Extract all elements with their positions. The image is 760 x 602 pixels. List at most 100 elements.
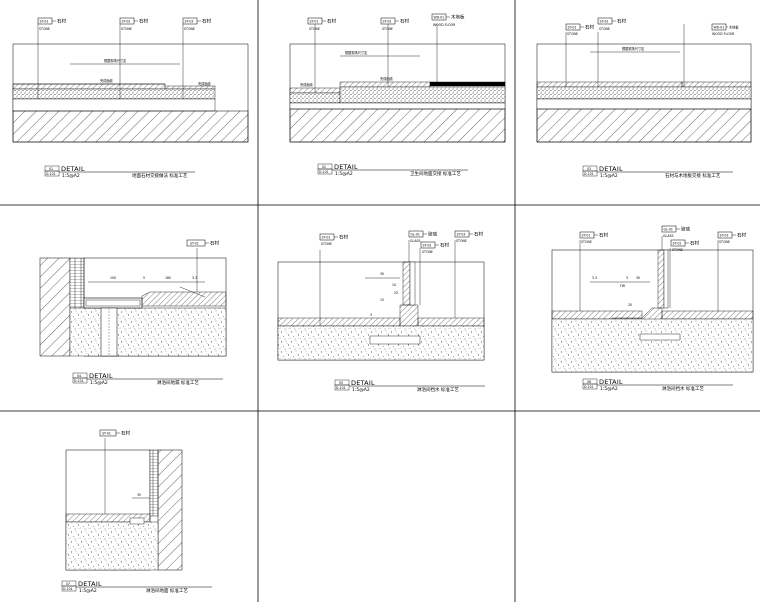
detail-scale: 1:5@A2 (600, 386, 618, 392)
tag-code: ST-02 (122, 20, 131, 24)
section-drawing: 100 5 180 3.3 (39, 248, 227, 357)
tag-text: 木地板 (729, 25, 739, 30)
tag-sub: WOOD FLOOR (433, 23, 456, 27)
detail-scale: 1:5@A2 (600, 173, 618, 179)
detail-ref: D-101 (584, 385, 594, 389)
tag-sub: STONE (121, 27, 132, 31)
detail-ref: D-101 (336, 386, 346, 390)
detail-panel-7: 30 ST-01 石材 07 D-101 DETAIL 1:5@A2 淋浴间地面… (61, 430, 212, 594)
dim-4: FW (620, 284, 626, 288)
dim-3: 30 (636, 276, 640, 280)
detail-number: 05 (339, 381, 343, 385)
material-tag: GL-01 玻璃 GLASS (408, 231, 437, 243)
dim-2: 5 (143, 276, 145, 280)
detail-caption: 淋浴间地面 标准工艺 (146, 587, 188, 594)
material-tag: ST-02 石材 STONE (670, 240, 699, 252)
note-3: 完成面线 (198, 81, 212, 86)
detail-ref: D-101 (319, 170, 329, 174)
detail-panel-4: 100 5 180 3.3 ST-01 石材 04 D-101 DETAIL 1… (39, 240, 227, 386)
detail-caption: 卫生间地面交接 标准工艺 (410, 170, 461, 177)
detail-scale: 1:5@A2 (62, 173, 80, 179)
note-2: 完成面线 (100, 78, 114, 83)
note-3: 完成面线 (380, 76, 394, 81)
dim-5: 20 (628, 303, 632, 307)
tag-sub: WOOD FLOOR (712, 32, 735, 36)
detail-label: 06 D-101 DETAIL 1:5@A2 淋浴间挡水 标准工艺 (582, 378, 733, 392)
detail-label: 04 D-101 DETAIL 1:5@A2 淋浴间地漏 标准工艺 (72, 372, 223, 386)
detail-word: DETAIL (599, 165, 623, 173)
detail-scale: 1:5@A2 (79, 588, 97, 594)
tag-text: 石材 (202, 18, 211, 25)
material-tag: ST-03 石材 STONE (717, 232, 746, 244)
material-tag: GL-01 玻璃 GLASS (661, 226, 690, 238)
tag-code: ST-01 (322, 236, 331, 240)
tag-code: GL-01 (664, 228, 673, 232)
detail-scale: 1:5@A2 (335, 171, 353, 177)
detail-panel-6: 3.3 3 30 FW 20 ST-01 石材 STONE GL-01 玻璃 G… (551, 226, 754, 392)
tag-code: ST-01 (310, 20, 319, 24)
tag-code: ST-01 (190, 242, 199, 246)
tag-sub: STONE (599, 27, 610, 31)
tag-text: 石材 (400, 18, 409, 25)
detail-word: DETAIL (334, 163, 358, 171)
tag-sub: STONE (422, 250, 433, 254)
tag-text: 石材 (210, 240, 219, 247)
tag-text: 玻璃 (428, 231, 437, 238)
material-tag: WD-01 木地板 WOOD FLOOR (431, 14, 465, 27)
detail-label: 05 D-101 DETAIL 1:5@A2 淋浴间挡水 标准工艺 (334, 379, 485, 393)
tag-text: 石材 (737, 232, 746, 239)
detail-number: 02 (322, 165, 326, 169)
detail-label: 07 D-101 DETAIL 1:5@A2 淋浴间地面 标准工艺 (61, 580, 212, 594)
material-tag: ST-01 石材 STONE (565, 24, 594, 36)
detail-number: 06 (587, 380, 591, 384)
tag-sub: STONE (456, 239, 467, 243)
dim-4: 3.3 (192, 276, 197, 280)
detail-word: DETAIL (351, 379, 375, 387)
dim-3: 180 (165, 276, 171, 280)
tag-sub: STONE (382, 27, 393, 31)
detail-ref: D-101 (46, 172, 56, 176)
tag-code: ST-01 (40, 20, 49, 24)
dim-1: 30 (137, 493, 141, 497)
tag-sub: STONE (567, 32, 578, 36)
tag-code: ST-02 (383, 20, 392, 24)
tag-text: 玻璃 (681, 226, 690, 233)
tag-sub: STONE (581, 240, 592, 244)
material-tag: ST-03 石材 STONE (454, 231, 483, 243)
tag-text: 石材 (121, 430, 130, 437)
tag-code: ST-02 (673, 242, 682, 246)
detail-caption: 淋浴间挡水 标准工艺 (662, 385, 704, 392)
detail-panel-2: 根据现场尺寸定 完成面线 完成面线 ST-01 石材 STONE ST-02 石… (289, 14, 506, 177)
detail-number: 03 (587, 167, 591, 171)
detail-label: 02 D-101 DETAIL 1:5@A2 卫生间地面交接 标准工艺 (317, 163, 468, 177)
note-1: 根据现场尺寸定 (104, 58, 127, 63)
material-tag: ST-02 石材 STONE (597, 18, 626, 31)
tag-text: 石材 (690, 240, 699, 247)
detail-caption: 地面石材交接做法 标准工艺 (132, 172, 188, 179)
dim-1: 3.3 (592, 276, 597, 280)
dim-2: 3 (626, 276, 628, 280)
tag-text: 石材 (339, 234, 348, 241)
tag-code: WD-01 (434, 16, 445, 20)
detail-number: 04 (77, 374, 81, 378)
tag-text: 石材 (139, 18, 148, 25)
tag-code: ST-01 (582, 234, 591, 238)
material-tag: ST-01 石材 STONE (319, 234, 348, 246)
detail-caption: 淋浴间挡水 标准工艺 (417, 386, 459, 393)
dim-4: 15 (380, 298, 384, 302)
tag-sub: STONE (672, 248, 683, 252)
note-1: 根据现场尺寸定 (622, 46, 645, 51)
material-tag: ST-01 石材 (186, 240, 219, 247)
tag-code: GL-01 (411, 233, 420, 237)
material-tag: ST-01 石材 STONE (307, 18, 336, 32)
detail-word: DETAIL (78, 580, 102, 588)
detail-number: 01 (49, 167, 53, 171)
section-drawing: 30 10 25 15 3 (277, 240, 485, 361)
tag-text: 石材 (440, 242, 449, 249)
section-drawing: 根据现场尺寸定 (536, 24, 752, 143)
detail-scale: 1:5@A2 (352, 387, 370, 393)
tag-text: 石材 (599, 232, 608, 239)
tag-code: WD-01 (714, 26, 725, 30)
tag-text: 石材 (57, 18, 66, 25)
section-drawing: 根据现场尺寸定 完成面线 完成面线 (289, 24, 506, 143)
